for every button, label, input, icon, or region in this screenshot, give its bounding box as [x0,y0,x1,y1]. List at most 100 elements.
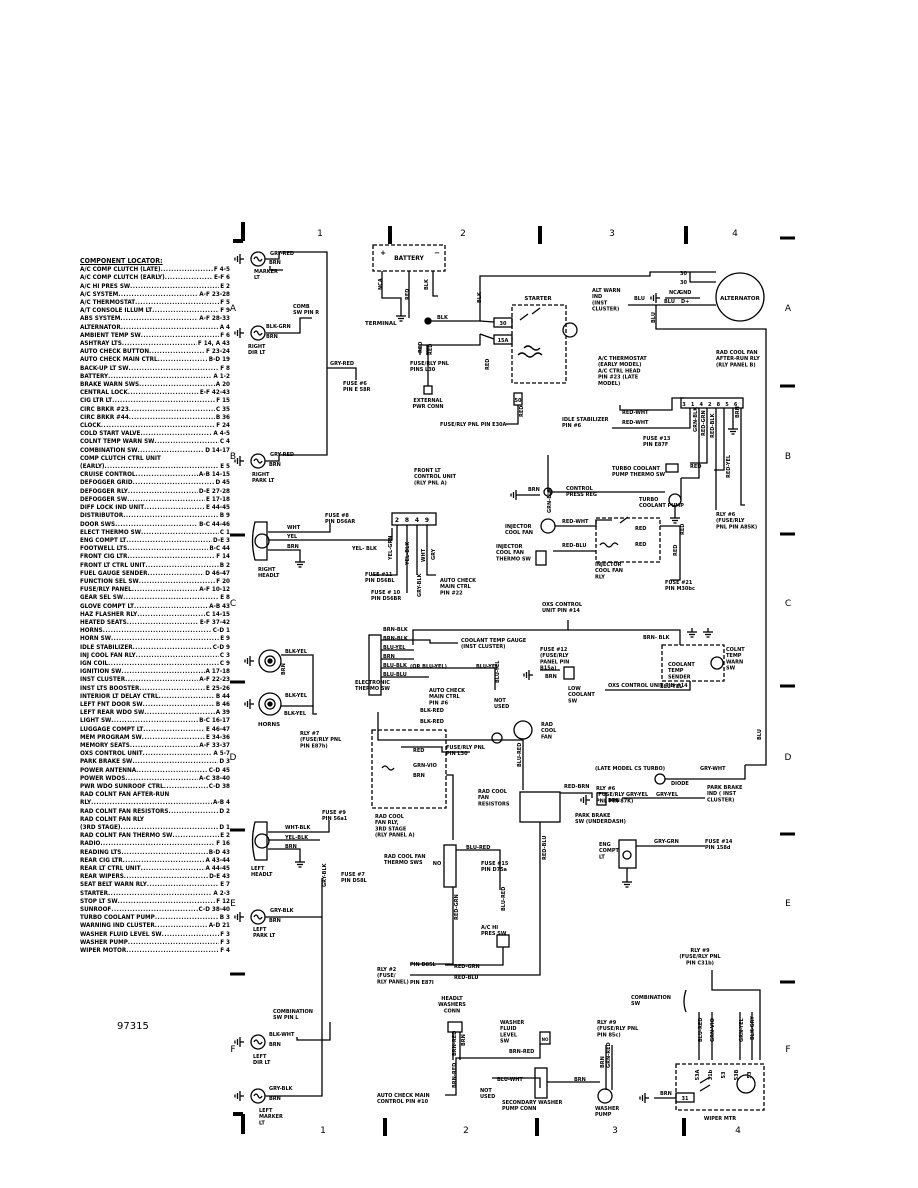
injector-fan-relay-label: COOL FAN [595,568,623,574]
locator-row: FRONT CIG LTRF 14 [80,553,230,561]
ac-thermostat-label: MODEL) [598,381,620,387]
left-marker-lt-label: LT [259,1120,265,1126]
wire-blk-grn [266,317,312,334]
wire-color: BRN [383,654,395,660]
turbo-thermo-sw [665,463,679,473]
wire-blk-yel [281,654,314,707]
wire-blk-yel [312,706,317,715]
eng-compt-lt-label: COMPT [599,848,620,854]
wire-color: BLK-GRN [266,324,291,330]
locator-grid-ref: C 14-15 [205,610,230,618]
locator-title: COMPONENT LOCATOR: [80,257,163,265]
rad-after-run-relay-label: AFTER-RUN RLY [716,356,760,362]
locator-component: A/C HI PRES SW [80,282,131,290]
fuse13-label: PIN E87F [643,442,668,448]
locator-component: AMBIENT TEMP SW [80,331,141,339]
wire-color: RED-YEL [726,454,732,478]
pin-number: 31b [708,1069,714,1080]
locator-component: LIGHT SW [80,717,112,725]
pin-number: NO [542,1037,549,1042]
column-label-bottom: 2 [463,1126,469,1136]
starter-motor [562,322,578,338]
locator-grid-ref: D-E 3 [213,536,230,544]
locator-grid-ref: A-B 4 [213,799,230,807]
wire-color: BLK-YEL [285,693,308,699]
locator-row: RLYA-B 4 [80,799,230,807]
wire-red-grn [445,947,504,966]
washer-fluid-sw-label: LEVEL [500,1032,518,1038]
locator-row: REAR WIPERSD-E 43 [80,873,230,881]
front-lt-control-label: FRONT LT [414,468,441,474]
locator-grid-ref: A 39 [215,709,230,717]
rad-cool-fan-label: FAN [541,734,552,740]
rad-fan-thermo-sws [443,844,457,888]
locator-row: RAD COLNT FAN RLY [80,816,230,824]
locator-grid-ref: F 3 [220,938,230,946]
column-label-top: 4 [732,229,738,239]
low-coolant-sw-label: COOLANT [568,692,595,698]
ac-thermostat-label: A/C THERMOSTAT [598,356,647,362]
locator-row: COMBINATION SWD 14-17 [80,447,230,455]
locator-grid-ref: F 8 [220,364,230,372]
left-dir-lt-bulb [253,1039,263,1045]
locator-component: POWER WDOS [80,774,126,782]
elec-thermo-sw-label: ELECTRONIC [355,680,390,686]
locator-row: RAD COLNT FAN THERMO SWE 2 [80,832,230,840]
locator-component: IGN COIL [80,659,109,667]
locator-grid-ref: C-D 38 [208,783,230,790]
wiper-motor-armature [736,1074,756,1094]
locator-grid-ref: B 44 [215,692,230,700]
row-label-right: D [785,753,792,763]
terminal-label: TERMINAL [365,321,397,327]
wire-color: WHT-BLK [285,825,311,831]
locator-component: TURBO COOLANT PUMP [80,914,155,922]
pin-number: 4 [699,402,703,408]
locator-component: INTERIOR LT DELAY CTRL [80,692,159,700]
diode [654,773,666,785]
locator-component: LUGGAGE COMPT LT [80,725,144,733]
locator-component: (3RD STAGE) [80,824,121,832]
rad-resistors-label: RAD COOL [478,789,508,795]
fuse12-label: FUSE #12 [540,647,568,653]
row-label-right: E [785,899,791,909]
locator-row: CRUISE CONTROLA-B 14-15 [80,471,230,479]
rad-cool-fan-label: RAD [541,722,553,728]
wire-brn-red [445,1044,541,1096]
locator-component: INJ COOL FAN RLY [80,651,136,659]
alternator [715,272,765,322]
wire-color: BLU-RED [501,887,507,911]
locator-grid-ref: E 17-18 [206,495,230,503]
left-dir-lt-label: LEFT [253,1054,267,1060]
rad-after-run-relay-label: RAD COOL FAN [716,350,758,356]
wire-gry-red [327,367,357,380]
locator-component: WASHER FLUID LEVEL SW [80,930,162,938]
wire-color: BLU [757,729,763,740]
park-brake-sw-label: SW (UNDERDASH) [575,819,626,825]
fuse-l30-label: FUSE/RLY PNL [410,361,450,367]
locator-row: ASHTRAY LTSF 14, A 43 [80,340,230,348]
locator-row: DEFOGGER SWE 17-18 [80,496,230,504]
locator-grid-ref [229,455,230,463]
locator-component: RAD COLNT FAN RLY [80,815,144,823]
locator-grid-ref: E 9 [220,635,230,643]
locator-row: WARNING IND CLUSTERA-D 21 [80,922,230,930]
wire [711,970,761,1060]
wire-color: BLK-YEL [285,649,308,655]
pin-number: 50 [515,398,522,404]
row-label-left: B [230,452,236,462]
locator-component: DIFF LOCK IND UNIT [80,504,145,512]
wire-brn [269,266,283,271]
right-park-lt-bulb [253,458,263,464]
fuse14-label: PIN 158d [705,845,731,851]
rad-resistors-label: FAN [478,795,489,801]
wire-brn-blk [412,620,569,645]
wire-color: RED [680,524,686,535]
locator-row: REAR LT CTRL UNITA 44-45 [80,865,230,873]
pin-number: 4 [415,517,419,524]
park-brake-sw-label: PARK BRAKE [575,813,611,819]
locator-row: CLOCKF 24 [80,422,230,430]
locator-row: SEAT BELT WARN RLYE 7 [80,881,230,889]
locator-grid-ref: A-F 10-12 [199,586,230,594]
rly6-abs-label: (FUSE/RLY [716,518,745,524]
pin-number: NO [433,861,441,867]
